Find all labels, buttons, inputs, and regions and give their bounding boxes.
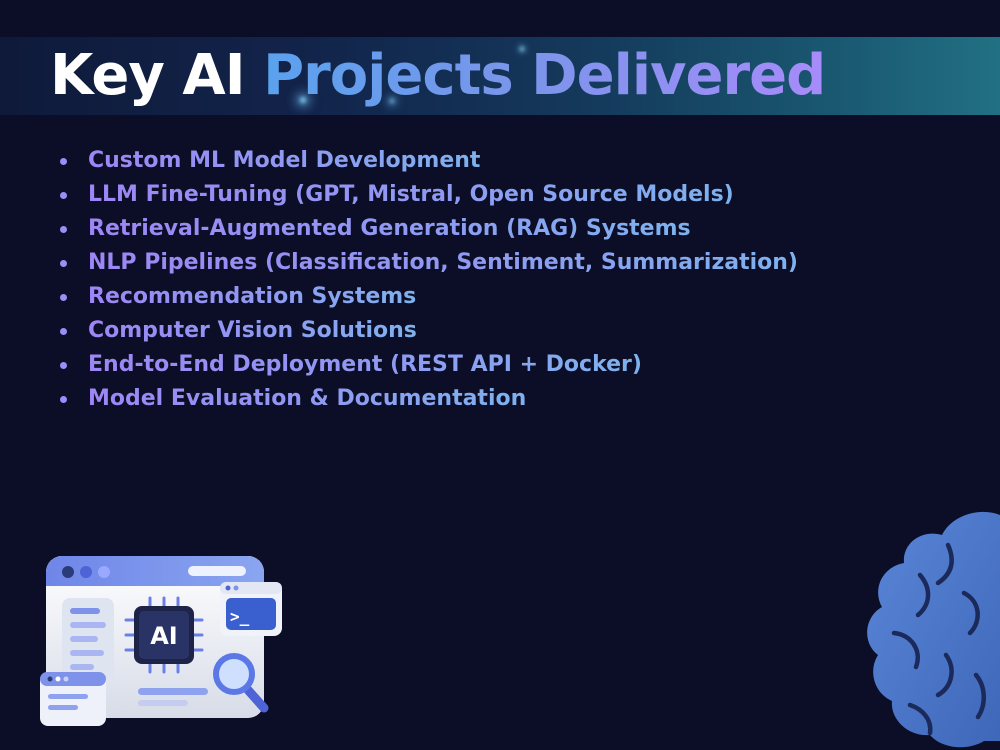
list-item: Recommendation Systems xyxy=(58,280,798,314)
list-item-text: LLM Fine-Tuning (GPT, Mistral, Open Sour… xyxy=(88,182,734,207)
list-item-text: Retrieval-Augmented Generation (RAG) Sys… xyxy=(88,216,691,241)
bullet-icon xyxy=(60,226,67,233)
list-item: Model Evaluation & Documentation xyxy=(58,382,798,416)
bullet-icon xyxy=(60,260,67,267)
list-item-text: Recommendation Systems xyxy=(88,284,417,309)
magnifier-icon xyxy=(213,653,269,713)
title-part-2: Projects Delivered xyxy=(263,43,826,108)
ai-illustration: AI >_ xyxy=(40,556,282,726)
list-item: End-to-End Deployment (REST API + Docker… xyxy=(58,348,798,382)
title-banner xyxy=(0,37,1000,115)
bullet-icon xyxy=(60,158,67,165)
chip-label: AI xyxy=(150,622,178,650)
terminal-icon: >_ xyxy=(220,582,282,636)
bullet-icon xyxy=(60,328,67,335)
bullet-icon xyxy=(60,362,67,369)
title-part-1: Key AI xyxy=(50,43,246,108)
page-title: Key AI Projects Delivered xyxy=(50,41,826,111)
bullet-icon xyxy=(60,396,67,403)
project-list: Custom ML Model Development LLM Fine-Tun… xyxy=(58,144,798,416)
list-item-text: NLP Pipelines (Classification, Sentiment… xyxy=(88,250,798,275)
list-item-text: End-to-End Deployment (REST API + Docker… xyxy=(88,352,642,377)
small-window-icon xyxy=(40,672,106,726)
list-item-text: Computer Vision Solutions xyxy=(88,318,417,343)
list-item-text: Custom ML Model Development xyxy=(88,148,481,173)
list-item: Retrieval-Augmented Generation (RAG) Sys… xyxy=(58,212,798,246)
bullet-icon xyxy=(60,192,67,199)
terminal-prompt: >_ xyxy=(230,607,250,626)
list-item: NLP Pipelines (Classification, Sentiment… xyxy=(58,246,798,280)
list-item: Computer Vision Solutions xyxy=(58,314,798,348)
list-item: LLM Fine-Tuning (GPT, Mistral, Open Sour… xyxy=(58,178,798,212)
bullet-icon xyxy=(60,294,67,301)
list-item: Custom ML Model Development xyxy=(58,144,798,178)
ai-chip-icon: AI xyxy=(124,596,204,674)
list-item-text: Model Evaluation & Documentation xyxy=(88,386,527,411)
brain-icon xyxy=(867,511,1000,748)
